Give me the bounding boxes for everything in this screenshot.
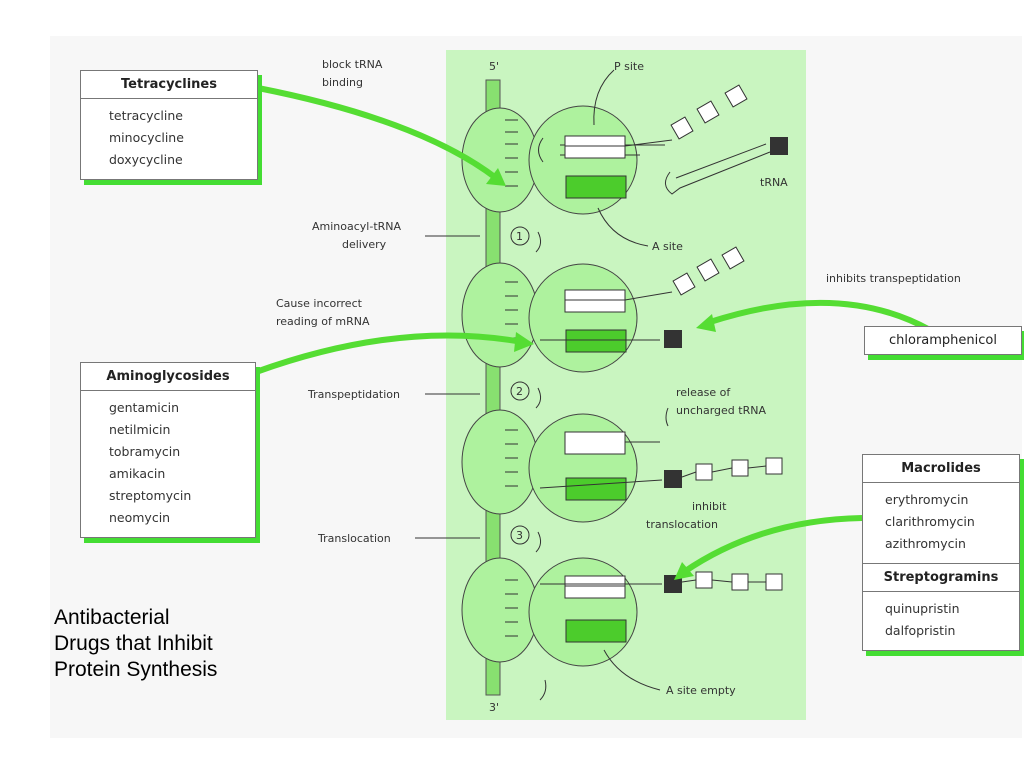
tetracycline-arrowhead — [486, 168, 506, 186]
chloramphenicol-box: chloramphenicol — [864, 326, 1022, 355]
mrna-strand — [485, 79, 501, 696]
drug-item: erythromycin — [885, 492, 969, 507]
inhibits-transpeptidation-label: inhibits transpeptidation — [826, 272, 961, 285]
incorrect-reading-label: Cause incorrect reading of mRNA — [276, 297, 370, 328]
drug-item: azithromycin — [885, 536, 966, 551]
a-site-empty-label: A site empty — [666, 684, 736, 697]
tetracyclines-box: Tetracyclines tetracycline minocycline d… — [80, 70, 258, 180]
drug-item: clarithromycin — [885, 514, 975, 529]
aminoglycoside-arrowhead — [514, 332, 534, 352]
macrolide-arrowhead — [674, 562, 694, 580]
step-1: 1 — [510, 226, 542, 253]
aminoglycoside-arrow — [254, 332, 523, 375]
macrolides-list: erythromycin clarithromycin azithromycin — [863, 483, 1019, 563]
svg-text:3: 3 — [516, 529, 523, 542]
macrolide-arrow — [682, 515, 863, 575]
aminoacyl-label: Aminoacyl-tRNA delivery — [312, 220, 405, 251]
ribosome-4 — [461, 557, 783, 667]
block-trna-label: block tRNA binding — [322, 58, 386, 89]
title-line: Protein Synthesis — [54, 658, 218, 681]
aminoglycosides-list: gentamicin netilmicin tobramycin amikaci… — [81, 391, 255, 537]
drug-item: gentamicin — [109, 400, 180, 415]
svg-text:2: 2 — [516, 385, 523, 398]
chloramphenicol-arrowhead — [696, 314, 716, 332]
chloramphenicol-header: chloramphenicol — [889, 333, 997, 348]
transpeptidation-label: Transpeptidation — [307, 388, 400, 401]
inhibit-translocation-label: inhibit translocation — [646, 500, 730, 531]
slide-title: Antibacterial Drugs that Inhibit Protein… — [54, 605, 217, 683]
drug-item: streptomycin — [109, 488, 192, 503]
drug-item: tobramycin — [109, 444, 181, 459]
exit-arrow — [539, 679, 547, 701]
tetracyclines-header: Tetracyclines — [81, 71, 257, 99]
ribosome-1 — [461, 84, 788, 215]
drug-item: netilmicin — [109, 422, 171, 437]
a-site-pointer — [597, 207, 649, 247]
p-site-label: P site — [614, 60, 644, 73]
svg-text:1: 1 — [516, 230, 523, 243]
release-label: release of uncharged tRNA — [676, 386, 766, 417]
trna-label: tRNA — [760, 176, 788, 189]
drug-item: minocycline — [109, 130, 184, 145]
tetracycline-arrow — [257, 85, 498, 181]
chloramphenicol-arrow — [709, 299, 932, 333]
drug-item: amikacin — [109, 466, 166, 481]
step-2: 2 — [510, 381, 542, 409]
a-site-label: A site — [652, 240, 683, 253]
drug-item: neomycin — [109, 510, 171, 525]
macrolides-header: Macrolides — [863, 455, 1019, 483]
drug-item: quinupristin — [885, 601, 960, 616]
p-site-pointer — [593, 69, 615, 126]
title-line: Antibacterial — [54, 606, 170, 629]
macrolides-streptogramins-box: Macrolides erythromycin clarithromycin a… — [862, 454, 1020, 651]
aminoglycosides-box: Aminoglycosides gentamicin netilmicin to… — [80, 362, 256, 538]
release-pointer — [665, 407, 669, 427]
a-site-empty-pointer — [603, 649, 661, 691]
step-3: 3 — [510, 525, 542, 553]
aminoglycosides-header: Aminoglycosides — [81, 363, 255, 391]
streptogramins-header: Streptogramins — [863, 563, 1019, 592]
drug-item: doxycycline — [109, 152, 183, 167]
three-prime-label: 3' — [489, 701, 499, 714]
drug-item: dalfopristin — [885, 623, 956, 638]
translocation-label: Translocation — [317, 532, 391, 545]
five-prime-label: 5' — [489, 60, 499, 73]
streptogramins-list: quinupristin dalfopristin — [863, 592, 1019, 650]
drug-item: tetracycline — [109, 108, 183, 123]
ribosome-3 — [461, 409, 783, 523]
tetracyclines-list: tetracycline minocycline doxycycline — [81, 99, 257, 179]
title-line: Drugs that Inhibit — [54, 632, 213, 655]
